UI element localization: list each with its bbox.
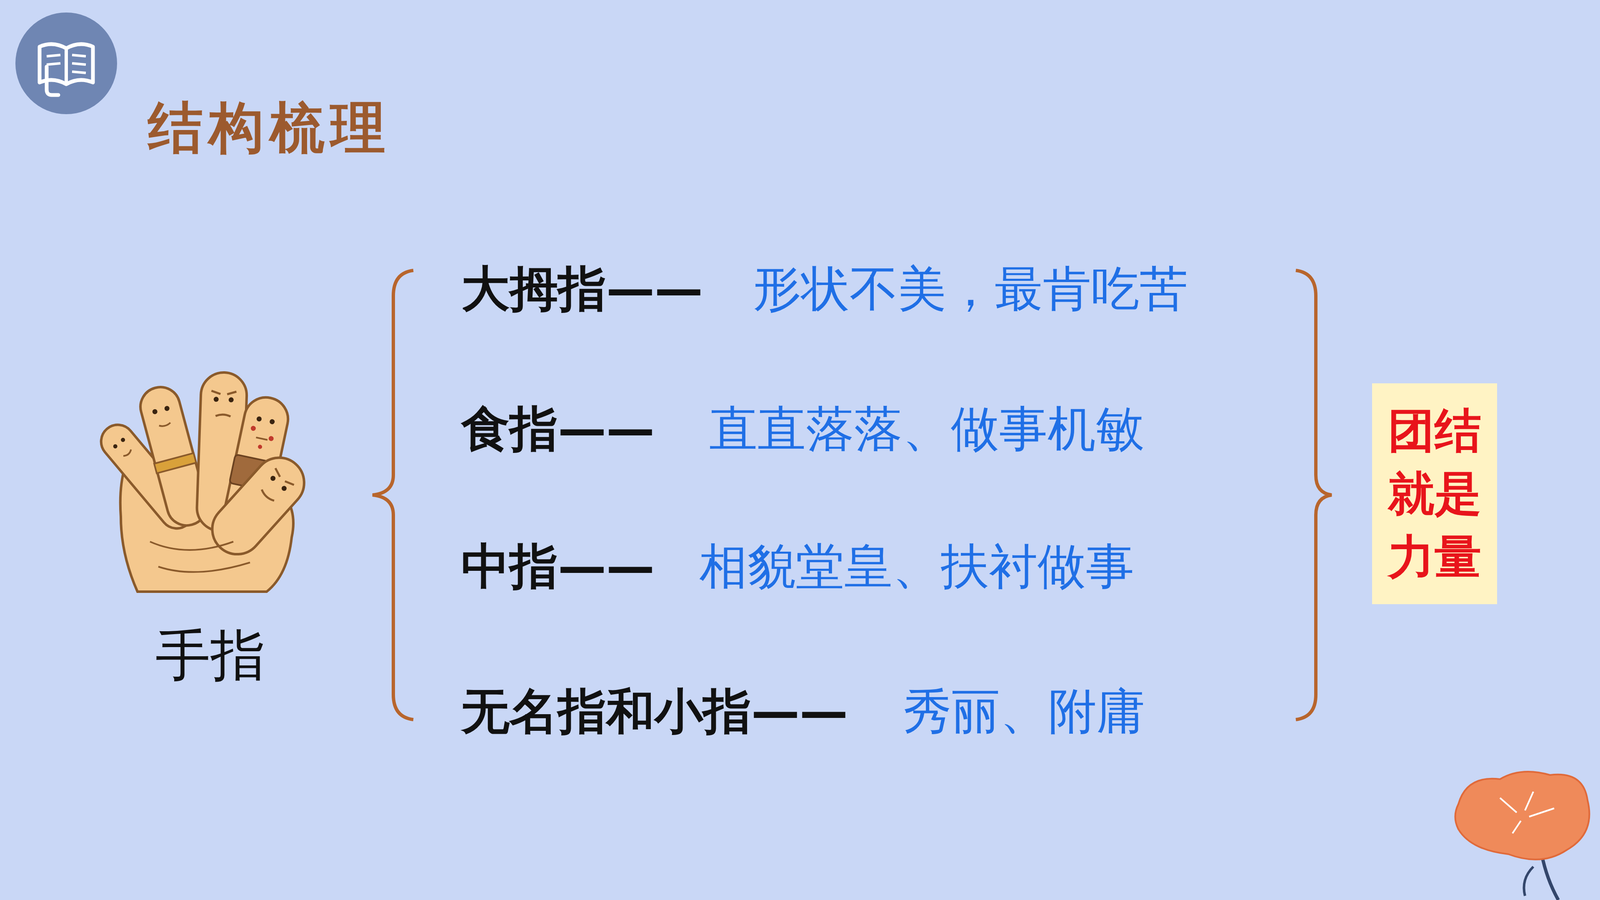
finger-trait: 秀丽、附庸 [903,682,1145,740]
left-brace [372,270,414,720]
hand-illustration [94,371,315,592]
finger-trait: 形状不美，最肯吃苦 [752,259,1188,318]
hand-caption: 手指 [155,622,266,688]
finger-name: 无名指和小指—— [461,682,848,740]
finger-name: 食指—— [461,399,655,458]
finger-name: 大拇指—— [461,259,703,318]
motto-box: 团结就是力量 [1372,383,1498,605]
finger-trait: 相貌堂皇、扶衬做事 [699,537,1135,595]
slide-title: 结构梳理 [147,94,392,161]
flower-decoration [1455,771,1590,900]
right-brace [1295,270,1332,720]
finger-trait: 直直落落、做事机敏 [709,399,1145,458]
finger-name: 中指—— [461,537,655,595]
book-icon [15,12,118,115]
motto-text: 团结就是力量 [1387,399,1482,589]
